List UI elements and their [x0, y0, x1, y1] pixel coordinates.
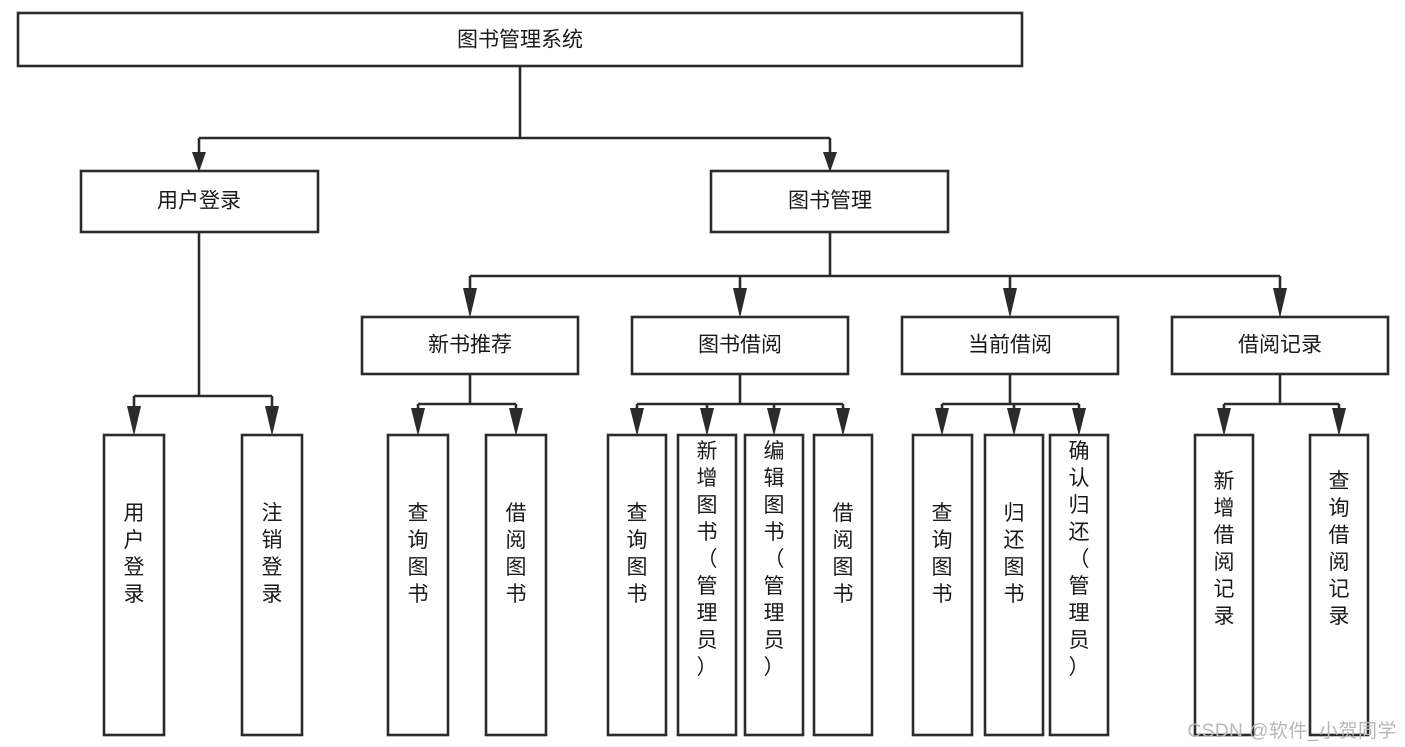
leaf-borrow-book-borrow-label: 借阅图书	[833, 502, 854, 606]
leaf-borrow-book-borrow-box[interactable]	[812, 433, 874, 737]
arrowhead-newbook-leaf-2	[509, 408, 523, 436]
node-book-borrow-box[interactable]	[630, 315, 850, 376]
arrowhead-record-leaf-1	[1217, 408, 1231, 436]
arrowhead-current-leaf-3	[1072, 408, 1086, 436]
arrowhead-user-leaf-2	[265, 406, 279, 436]
leaf-borrow-book-newbook-label: 借阅图书	[506, 502, 527, 606]
arrowhead-book-to-borrow	[733, 288, 747, 318]
leaf-user-login-label: 用户登录	[124, 502, 145, 606]
arrowhead-borrow-leaf-1	[630, 408, 644, 436]
arrowhead-book-to-newbook	[463, 288, 477, 318]
leaf-user-login-box[interactable]	[102, 433, 166, 737]
connector-group-newbook	[411, 374, 523, 436]
leaf-edit-book-admin-label: 编辑图书（管理员）	[764, 440, 785, 679]
arrowhead-current-leaf-2	[1007, 408, 1021, 436]
node-root-label: 图书管理系统	[457, 29, 583, 52]
leaf-return-book-label: 归还图书	[1004, 502, 1025, 606]
arrowhead-book-to-current	[1003, 288, 1017, 318]
leaf-edit-book-admin-box[interactable]	[743, 433, 805, 737]
leaf-add-borrow-record[interactable]: 新增借阅记录	[1193, 433, 1255, 737]
node-new-book-recommend-label: 新书推荐	[428, 334, 512, 357]
leaf-query-book-borrow[interactable]: 查询图书	[606, 433, 668, 737]
leaf-query-borrow-record-label: 查询借阅记录	[1329, 470, 1350, 628]
node-current-borrow[interactable]: 当前借阅	[900, 315, 1120, 376]
node-current-borrow-box[interactable]	[900, 315, 1120, 376]
node-borrow-record-box[interactable]	[1170, 315, 1390, 376]
leaf-confirm-return-admin[interactable]: 确认归还（管理员）	[1048, 433, 1110, 737]
leaf-query-book-current-label: 查询图书	[932, 502, 953, 606]
arrowhead-user-leaf-1	[127, 406, 141, 436]
connector-group-book-manage	[463, 232, 1287, 318]
leaf-query-book-newbook-label: 查询图书	[408, 502, 429, 606]
arrowhead-borrow-leaf-4	[836, 408, 850, 436]
leaf-query-borrow-record[interactable]: 查询借阅记录	[1308, 433, 1370, 737]
node-root[interactable]: 图书管理系统	[16, 11, 1024, 68]
node-new-book-recommend[interactable]: 新书推荐	[360, 315, 580, 376]
leaf-query-book-borrow-label: 查询图书	[627, 502, 648, 606]
leaf-add-book-admin-label: 新增图书（管理员）	[697, 440, 718, 679]
leaf-add-book-admin[interactable]: 新增图书（管理员）	[676, 433, 738, 737]
connector-group-current	[935, 374, 1086, 436]
node-book-manage-label: 图书管理	[788, 190, 872, 213]
node-current-borrow-label: 当前借阅	[968, 334, 1052, 357]
leaf-confirm-return-admin-label: 确认归还（管理员）	[1069, 440, 1090, 679]
leaf-query-book-newbook-box[interactable]	[386, 433, 450, 737]
node-borrow-record-label: 借阅记录	[1238, 334, 1322, 357]
leaf-logout-box[interactable]	[240, 433, 304, 737]
connector-group-borrow	[630, 374, 850, 436]
connector-group-root	[192, 66, 837, 172]
leaf-query-book-current[interactable]: 查询图书	[911, 433, 974, 737]
leaf-user-login[interactable]: 用户登录	[102, 433, 166, 737]
leaf-borrow-book-newbook-box[interactable]	[484, 433, 548, 737]
node-book-borrow[interactable]: 图书借阅	[630, 315, 850, 376]
leaf-query-book-borrow-box[interactable]	[606, 433, 668, 737]
arrowhead-root-to-book	[823, 152, 837, 172]
leaf-query-borrow-record-box[interactable]	[1308, 433, 1370, 737]
node-root-box[interactable]	[16, 11, 1024, 68]
arrowhead-borrow-leaf-2	[700, 408, 714, 436]
leaf-borrow-book-borrow[interactable]: 借阅图书	[812, 433, 874, 737]
leaf-confirm-return-admin-box[interactable]	[1048, 433, 1110, 737]
node-borrow-record[interactable]: 借阅记录	[1170, 315, 1390, 376]
leaf-query-book-current-box[interactable]	[911, 433, 974, 737]
leaf-add-borrow-record-box[interactable]	[1193, 433, 1255, 737]
arrowhead-record-leaf-2	[1332, 408, 1346, 436]
connector-group-user-login	[127, 232, 279, 436]
leaf-logout-label: 注销登录	[262, 502, 283, 606]
node-book-manage-box[interactable]	[709, 169, 950, 234]
leaf-edit-book-admin[interactable]: 编辑图书（管理员）	[743, 433, 805, 737]
node-book-borrow-label: 图书借阅	[698, 334, 782, 357]
leaf-add-book-admin-box[interactable]	[676, 433, 738, 737]
node-book-manage[interactable]: 图书管理	[709, 169, 950, 234]
node-user-login[interactable]: 用户登录	[79, 169, 320, 234]
node-user-login-label: 用户登录	[157, 190, 241, 213]
leaf-query-book-newbook[interactable]: 查询图书	[386, 433, 450, 737]
node-new-book-recommend-box[interactable]	[360, 315, 580, 376]
leaf-add-borrow-record-label: 新增借阅记录	[1214, 470, 1235, 628]
csdn-watermark: CSDN @软件_小贺同学	[1187, 721, 1397, 742]
arrowhead-current-leaf-1	[935, 408, 949, 436]
node-user-login-box[interactable]	[79, 169, 320, 234]
connector-group-record	[1217, 374, 1346, 436]
arrowhead-book-to-record	[1273, 288, 1287, 318]
leaf-logout[interactable]: 注销登录	[240, 433, 304, 737]
leaf-borrow-book-newbook[interactable]: 借阅图书	[484, 433, 548, 737]
leaf-return-book[interactable]: 归还图书	[983, 433, 1045, 737]
arrowhead-root-to-user	[192, 152, 206, 172]
arrowhead-borrow-leaf-3	[767, 408, 781, 436]
arrowhead-newbook-leaf-1	[411, 408, 425, 436]
leaf-return-book-box[interactable]	[983, 433, 1045, 737]
